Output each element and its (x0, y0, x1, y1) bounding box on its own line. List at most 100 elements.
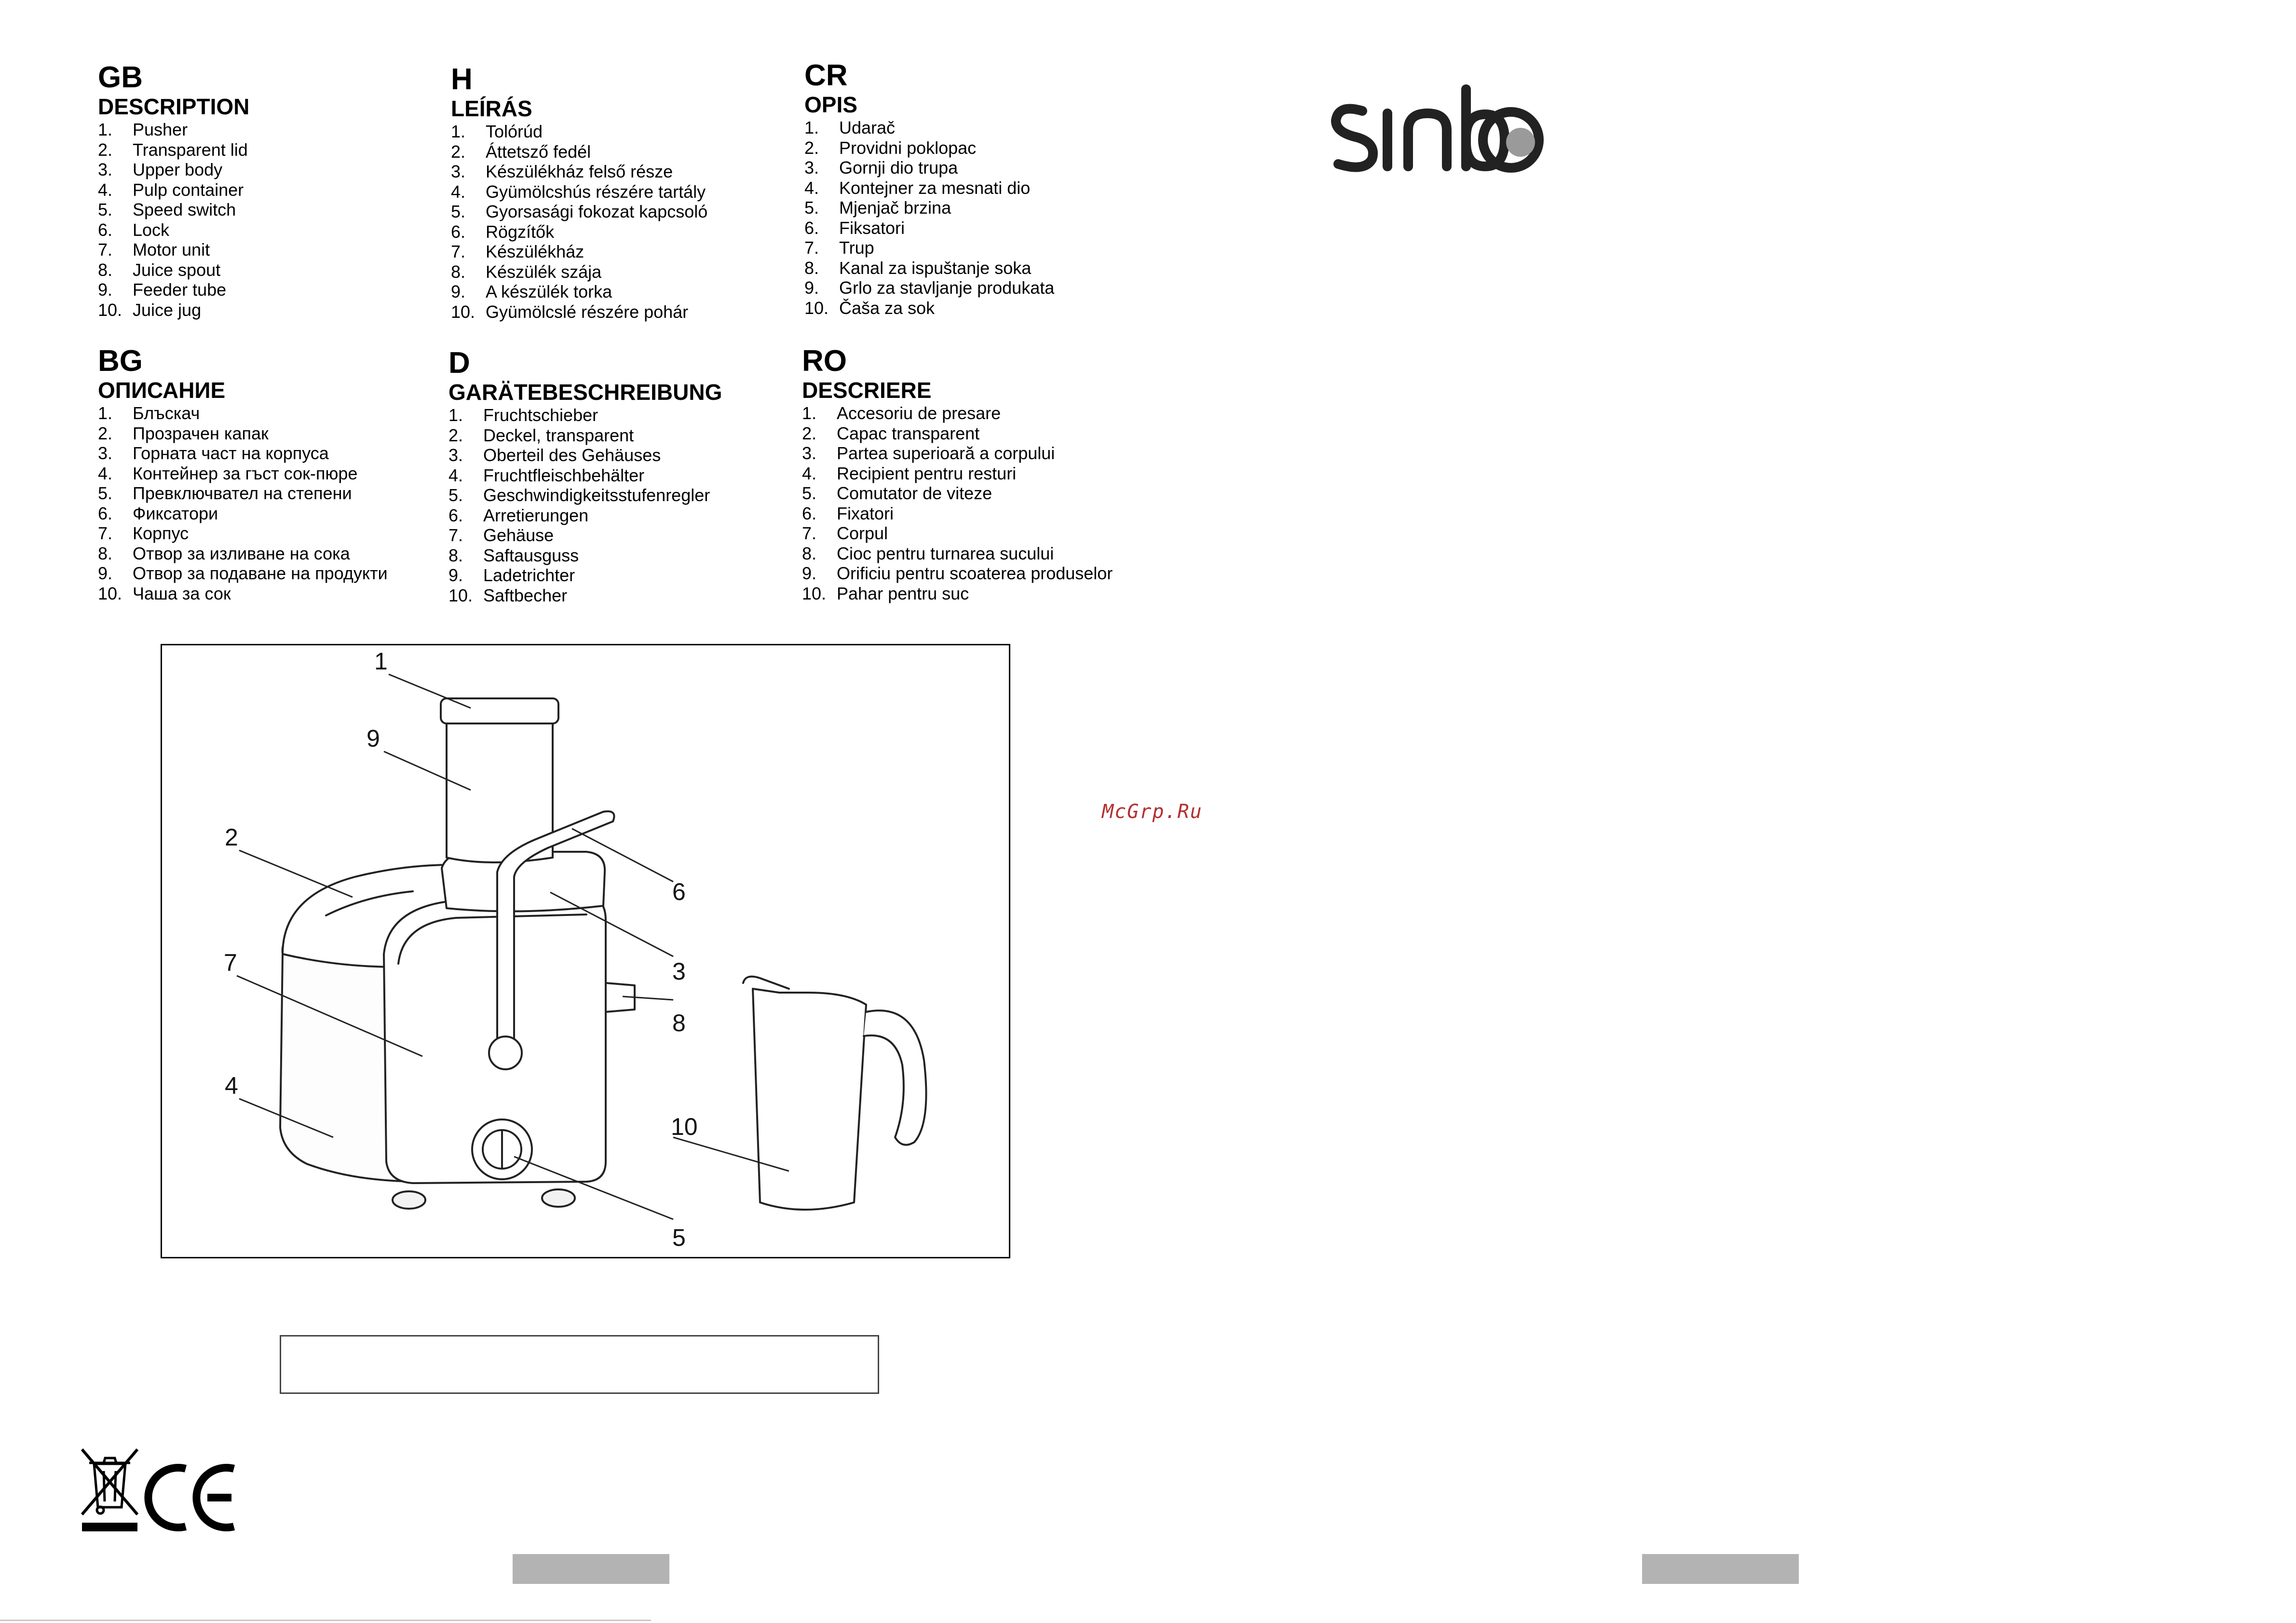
watermark-text: McGrp.Ru (1102, 801, 1203, 823)
item-number: 5. (98, 483, 113, 503)
feeder-tube (446, 717, 554, 863)
list-item: 7.Készülékház (451, 242, 769, 262)
list-item: 1.Udarač (804, 118, 1123, 138)
list-item: 10. Чаша за сок (98, 584, 416, 604)
list-item: 3.Upper body (98, 160, 416, 180)
list-item: 1.Fruchtschieber (448, 405, 767, 425)
section-title: LEÍRÁS (451, 96, 532, 121)
item-number: 5. (802, 483, 817, 503)
item-number: 2. (804, 137, 819, 158)
item-number: 6. (98, 503, 113, 523)
jug-lip (742, 975, 790, 990)
item-number: 3. (804, 158, 819, 177)
list-item: 2.Áttetsző fedél (451, 142, 769, 162)
section-code: D (448, 346, 470, 380)
callout-label: 4 (225, 1072, 238, 1099)
item-number: 7. (804, 238, 819, 258)
item-number: 4. (451, 181, 466, 202)
logo-n (1403, 108, 1452, 171)
list-item: 10.Čaša za sok (804, 298, 1123, 318)
item-label: Fruchtfleischbehälter (483, 465, 645, 485)
callout-label: 6 (672, 878, 686, 905)
item-number: 4. (448, 465, 463, 485)
item-label: Gyümölcslé részére pohár (486, 301, 689, 322)
section-code: RO (802, 344, 847, 378)
list-item: 9.Grlo za stavljanje produkata (804, 278, 1123, 298)
juicer-foot (541, 1188, 576, 1208)
list-item: 8.Cioc pentru turnarea sucului (802, 544, 1120, 564)
item-number: 7. (802, 523, 817, 543)
list-item: 5.Speed switch (98, 200, 416, 220)
item-number: 4. (98, 463, 113, 483)
item-number: 1. (98, 403, 113, 423)
page-number-tab (1642, 1554, 1799, 1584)
item-number: 2. (448, 425, 463, 445)
item-label: Mjenjač brzina (839, 198, 951, 218)
lock-knob (488, 1036, 523, 1070)
item-number: 10. (804, 298, 829, 318)
item-label: Чаша за сок (133, 583, 231, 603)
jug-handle (863, 1009, 927, 1146)
item-label: Фиксатори (133, 503, 218, 523)
item-label: Készülék szája (486, 261, 602, 282)
list-item: 9.Orificiu pentru scoaterea produselor (802, 563, 1120, 584)
list-item: 7.Gehäuse (448, 525, 767, 546)
list-item: 1.Accesoriu de presare (802, 403, 1120, 423)
item-label: Превключвател на степени (133, 483, 352, 503)
item-label: Fiksatori (839, 218, 905, 238)
callout-label: 5 (672, 1224, 686, 1251)
section-title: DESCRIERE (802, 378, 932, 403)
item-label: Отвор за подаване на продукти (133, 563, 388, 583)
list-item: 6.Fiksatori (804, 218, 1123, 238)
item-number: 8. (98, 543, 113, 563)
list-item: 4.Pulp container (98, 180, 416, 200)
item-label: Fruchtschieber (483, 405, 598, 425)
callout-label: 9 (367, 725, 380, 752)
page-number-tab (513, 1554, 669, 1584)
item-number: 3. (98, 443, 113, 463)
list-item: 5. Mjenjač brzina (804, 198, 1123, 218)
list-item: 4.Recipient pentru resturi (802, 464, 1120, 484)
item-label: Oberteil des Gehäuses (483, 445, 661, 465)
list-item: 5.Comutator de viteze (802, 483, 1120, 504)
item-label: Отвор за изливане на сока (133, 543, 350, 563)
item-number: 2. (802, 423, 817, 443)
list-item: 2.Providni poklopac (804, 138, 1123, 158)
item-label: Feeder tube (133, 280, 227, 300)
item-label: Trup (839, 238, 874, 258)
item-number: 10. (802, 583, 827, 603)
list-item: 4.Контейнер за гъст сок-пюре (98, 464, 416, 484)
juice-jug (752, 988, 867, 1211)
section-code: CR (804, 59, 848, 92)
list-item: 4.Gyümölcshús részére tartály (451, 182, 769, 202)
list-item: 2.Прозрачен капак (98, 423, 416, 444)
item-number: 3. (98, 160, 113, 179)
item-number: 7. (448, 525, 463, 545)
list-item: 3.Gornji dio trupa (804, 158, 1123, 178)
item-number: 10. (98, 583, 122, 603)
list-item: 2.Capac transparent (802, 423, 1120, 444)
item-number: 8. (98, 259, 113, 280)
list-item: 7. Trup (804, 238, 1123, 258)
item-label: Tolórúd (486, 122, 543, 141)
list-item: 3. Oberteil des Gehäuses (448, 445, 767, 465)
motor-unit-trim (397, 914, 587, 965)
section-code: H (451, 63, 473, 96)
item-label: Saftausguss (483, 545, 579, 565)
item-number: 3. (448, 445, 463, 465)
item-number: 5. (98, 200, 113, 219)
item-number: 2. (98, 139, 113, 160)
item-number: 5. (804, 198, 819, 218)
list-item: 10.Gyümölcslé részére pohár (451, 302, 769, 322)
list-item: 6.Lock (98, 220, 416, 240)
callout-label: 8 (672, 1009, 686, 1037)
item-label: Transparent lid (133, 139, 248, 160)
item-number: 8. (451, 261, 466, 282)
